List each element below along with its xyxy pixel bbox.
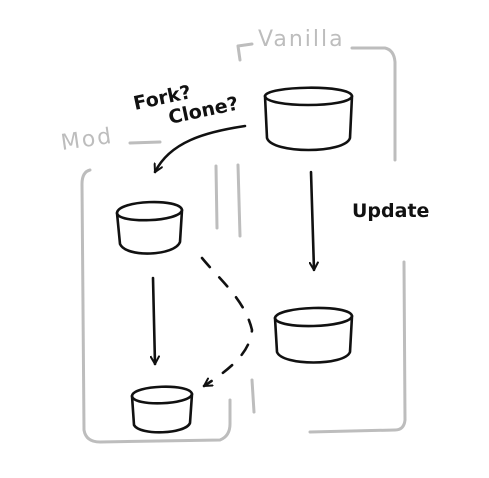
update-edge-label: Update (352, 200, 429, 222)
mod-group-border-left (80, 168, 232, 444)
mod-group-border-top (128, 140, 162, 145)
vanilla-group-border-left-lower (250, 378, 256, 414)
mod-updated-database-icon (130, 385, 194, 434)
vanilla-group (236, 42, 407, 434)
mod-update-arrow (153, 276, 155, 366)
fork-clone-arrow (155, 124, 247, 174)
vanilla-updated-database-icon (273, 306, 354, 364)
vanilla-group-border-bottom (308, 260, 407, 434)
vanilla-group-border-left (236, 163, 242, 238)
vanilla-group-border-right (350, 46, 397, 162)
vanilla-group-label: Vanilla (258, 27, 345, 52)
vanilla-original-database-icon (263, 86, 354, 152)
mod-group-border-right (214, 164, 219, 230)
merge-dashed-arrow (200, 256, 254, 388)
mod-original-database-icon (115, 200, 184, 255)
mod-group-label: Mod (59, 124, 114, 156)
mod-group (80, 140, 232, 444)
vanilla-group-border-top (236, 42, 254, 62)
vanilla-update-arrow (311, 170, 314, 272)
